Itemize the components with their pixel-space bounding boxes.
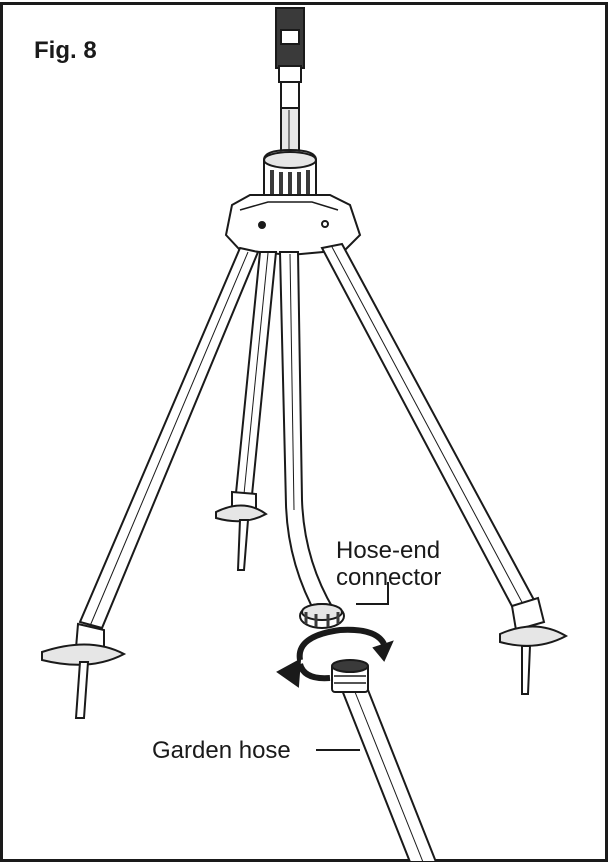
riser-tube [280,107,300,155]
garden-hose [331,659,438,863]
hose-end-connector-callout: Hose-end connector [336,537,441,591]
hose-end-connector [299,603,345,629]
tripod-hub [224,194,362,257]
garden-hose-callout: Garden hose [152,737,291,764]
leg-right [320,242,569,695]
hose-end-callout-line1: Hose-end [336,537,441,564]
hose-end-leader [356,582,389,605]
leg-back [215,251,278,571]
hose-end-callout-line2: connector [336,564,442,591]
sprinkler-head [275,7,305,111]
figure-number: Fig. 8 [34,37,97,64]
water-tube [278,251,336,620]
rotation-arrow [276,626,394,688]
leg-left [41,246,260,719]
